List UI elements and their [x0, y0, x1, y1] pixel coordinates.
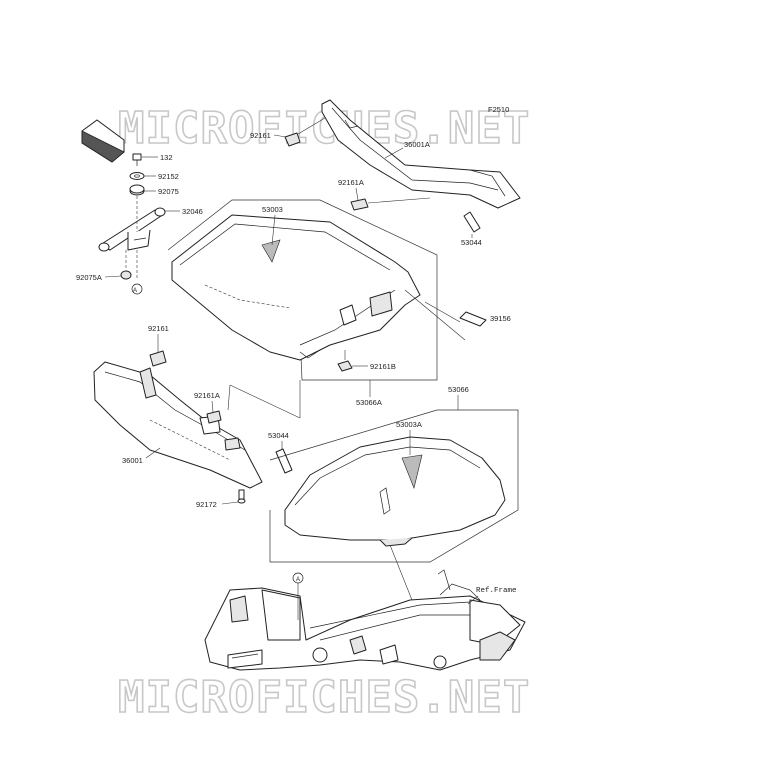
callout-53044-mid: 53044	[268, 431, 289, 440]
callout-92161a-left: 92161A	[194, 391, 220, 400]
callout-53066: 53066	[448, 385, 469, 394]
frame-assembly	[204, 569, 526, 671]
cushion-53044-top	[463, 211, 481, 233]
figure-code: F2510	[488, 105, 509, 114]
clip-92161-left	[149, 350, 167, 367]
callout-92161-left: 92161	[148, 324, 169, 333]
screw-92172	[237, 489, 246, 504]
callout-92075a: 92075A	[76, 273, 102, 282]
callout-39156: 39156	[490, 314, 511, 323]
clip-92161b	[337, 360, 353, 372]
callout-92161a-top: 92161A	[338, 178, 364, 187]
callout-92152: 92152	[158, 172, 179, 181]
callout-53003a: 53003A	[396, 420, 422, 429]
passenger-seat-53003a	[284, 436, 506, 547]
callout-32046: 32046	[182, 207, 203, 216]
ref-a-top: A	[133, 288, 137, 294]
box-53066	[269, 409, 519, 563]
hardware-stack	[98, 153, 166, 295]
callout-92161b: 92161B	[370, 362, 396, 371]
front-arrow-icon: FRONT	[81, 119, 125, 163]
callout-92172: 92172	[196, 500, 217, 509]
clip-92161a-left	[206, 410, 222, 424]
callout-36001: 36001	[122, 456, 143, 465]
callout-132: 132	[160, 153, 173, 162]
watermark-bottom: MICROFICHES.NET	[118, 672, 530, 723]
callout-92075: 92075	[158, 187, 179, 196]
box-53066a	[167, 199, 438, 381]
callout-92161-top: 92161	[250, 131, 271, 140]
ref-a-frame: A	[296, 577, 300, 583]
clip-92161-top	[284, 132, 301, 147]
callout-53044-top: 53044	[461, 238, 482, 247]
seat-53003	[171, 214, 421, 361]
side-cover-36001	[93, 361, 263, 489]
ref-frame-label: Ref.Frame	[476, 587, 517, 595]
callout-53066a: 53066A	[356, 398, 382, 407]
pin-39156	[459, 311, 487, 327]
callout-36001a: 36001A	[404, 140, 430, 149]
clip-92161a-top	[350, 198, 369, 211]
callout-53003: 53003	[262, 205, 283, 214]
seat-cowl-36001a	[321, 99, 521, 209]
cushion-53044-mid	[275, 448, 293, 474]
